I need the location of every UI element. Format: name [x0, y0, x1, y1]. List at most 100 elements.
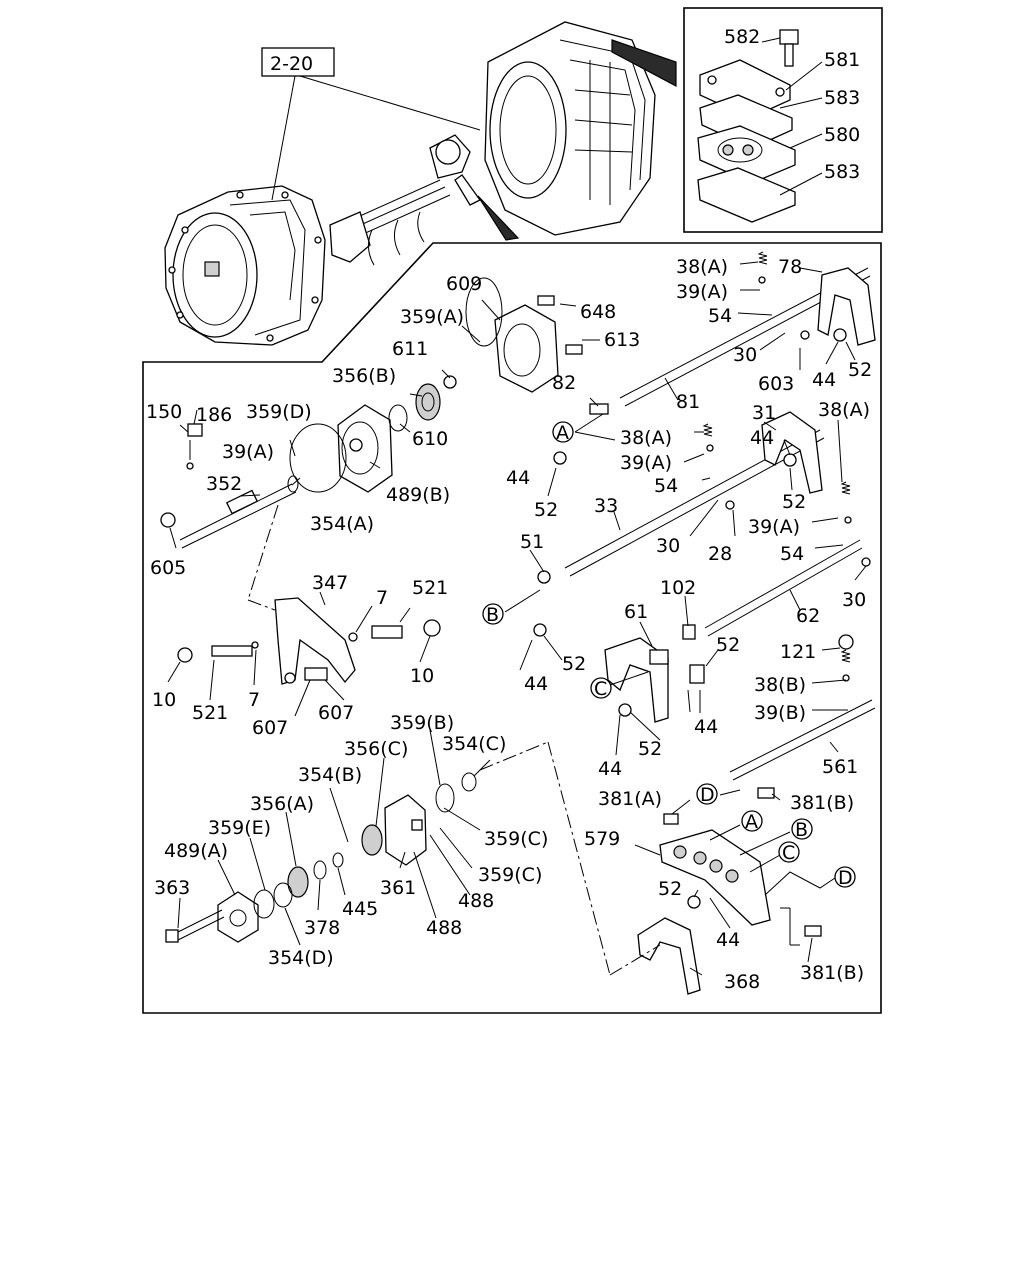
callout-359b: 359(B): [390, 712, 454, 734]
callout-603: 603: [758, 373, 794, 395]
housing-609: [494, 304, 559, 393]
main-frame: [142, 242, 882, 1014]
callout-39b: 39(B): [754, 702, 806, 724]
callout-44: 44: [598, 758, 622, 780]
marker-A-2: A: [745, 811, 758, 833]
callout-52: 52: [534, 499, 558, 521]
callout-33: 33: [594, 495, 618, 517]
callout-54: 54: [708, 305, 732, 327]
callout-7: 7: [376, 587, 388, 609]
callout-579: 579: [584, 828, 620, 850]
assembly-ref-box: 2-20: [261, 47, 335, 77]
shift-fork-31: [761, 411, 823, 494]
callout-613: 613: [604, 329, 640, 351]
callout-521: 521: [192, 702, 228, 724]
callout-44: 44: [750, 427, 774, 449]
housing-489b: [337, 404, 393, 493]
frames: [142, 7, 883, 1014]
callout-81: 81: [676, 391, 700, 413]
callout-581: 581: [824, 49, 860, 71]
bearing-356c: [361, 824, 383, 856]
oring-359b: [435, 783, 455, 813]
callout-38a: 38(A): [676, 256, 728, 278]
callout-609: 609: [446, 273, 482, 295]
callout-44: 44: [812, 369, 836, 391]
seal-354a: [287, 475, 299, 493]
callout-44: 44: [524, 673, 548, 695]
shift-mechanism-illustration: [329, 134, 481, 266]
shaft-352: [179, 483, 297, 549]
callout-52: 52: [638, 738, 662, 760]
cover-parts-illustration: [697, 29, 823, 223]
reference-markers: A B C D A B C D: [482, 421, 856, 889]
oring-378: [313, 860, 327, 880]
shift-parts-illustration: [160, 251, 876, 995]
marker-C-1: C: [594, 678, 607, 700]
callout-610: 610: [412, 428, 448, 450]
seal-354c: [461, 772, 477, 792]
lever-347: [274, 597, 356, 685]
oring-354d: [273, 882, 293, 908]
shaft-363: [165, 909, 225, 943]
callout-356b: 356(B): [332, 365, 396, 387]
callout-39a: 39(A): [676, 281, 728, 303]
callout-82: 82: [552, 372, 576, 394]
callout-354d: 354(D): [268, 947, 334, 969]
callout-44: 44: [506, 467, 530, 489]
callout-354c: 354(C): [442, 733, 506, 755]
callout-labels: 582 581 583 580 583 38(A) 78 39(A) 54 30…: [146, 26, 872, 993]
callout-359c: 359(C): [478, 864, 542, 886]
oring-445: [332, 852, 344, 868]
callout-52: 52: [782, 491, 806, 513]
callout-10: 10: [410, 665, 434, 687]
callout-54: 54: [780, 543, 804, 565]
shift-rail-62: [704, 539, 863, 637]
callout-352: 352: [206, 473, 242, 495]
callout-561: 561: [822, 756, 858, 778]
callout-583: 583: [824, 161, 860, 183]
leader-lines: [167, 261, 867, 976]
callout-52: 52: [716, 634, 740, 656]
callout-359d: 359(D): [246, 401, 312, 423]
housing-361: [384, 794, 427, 866]
transmission-assembly-illustration: 2-20: [164, 21, 677, 346]
oring-359d: [289, 423, 347, 493]
bearing-356b: [415, 383, 441, 421]
callout-381b: 381(B): [790, 792, 854, 814]
marker-B-1: B: [486, 604, 499, 626]
callout-150: 150: [146, 401, 182, 423]
callout-186: 186: [196, 404, 232, 426]
oring-610: [388, 404, 408, 432]
callout-488: 488: [458, 890, 494, 912]
marker-D-2: D: [838, 867, 853, 889]
callout-580: 580: [824, 124, 860, 146]
oring-359e: [253, 889, 275, 919]
bearing-356a: [287, 866, 309, 898]
callout-356c: 356(C): [344, 738, 408, 760]
callout-39a: 39(A): [748, 516, 800, 538]
transmission-case-illustration: [477, 21, 677, 241]
small-hardware: [160, 276, 871, 937]
callout-368: 368: [724, 971, 760, 993]
callout-648: 648: [580, 301, 616, 323]
callout-39a: 39(A): [620, 452, 672, 474]
callout-121: 121: [780, 641, 816, 663]
callout-30: 30: [842, 589, 866, 611]
callout-354a: 354(A): [310, 513, 374, 535]
callout-38b: 38(B): [754, 674, 806, 696]
callout-354b: 354(B): [298, 764, 362, 786]
shift-rail-561: [729, 699, 876, 781]
callout-361: 361: [380, 877, 416, 899]
cover-489a: [217, 891, 259, 943]
clutch-housing-illustration: [164, 185, 326, 346]
callout-607: 607: [318, 702, 354, 724]
callout-347: 347: [312, 572, 348, 594]
callout-582: 582: [724, 26, 760, 48]
callout-605: 605: [150, 557, 186, 579]
assembly-ref-label: 2-20: [270, 53, 313, 75]
callout-521: 521: [412, 577, 448, 599]
callout-52: 52: [562, 653, 586, 675]
callout-38a: 38(A): [818, 399, 870, 421]
callout-28: 28: [708, 543, 732, 565]
